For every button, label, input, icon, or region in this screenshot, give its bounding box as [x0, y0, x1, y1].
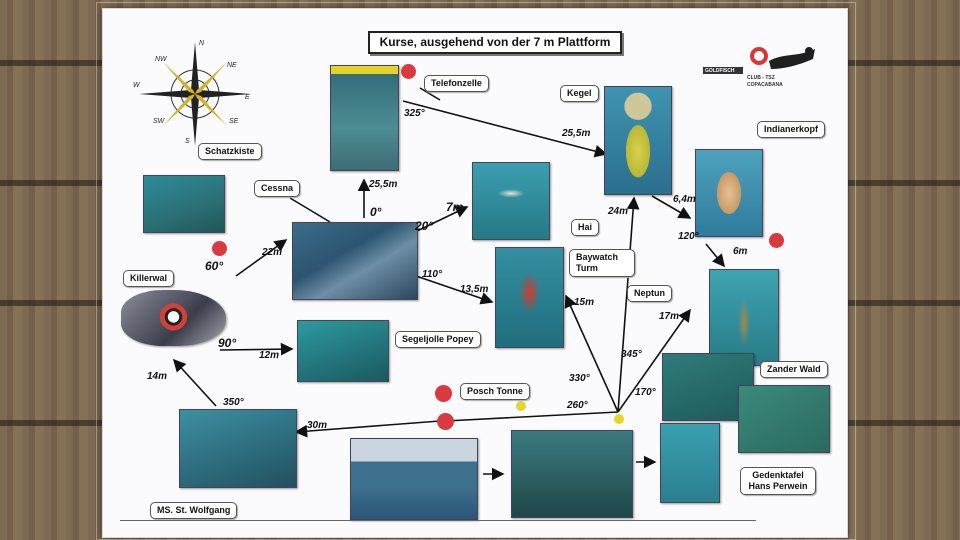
course-label: 350°: [223, 397, 244, 408]
station-label-telefonzelle: Telefonzelle: [424, 75, 489, 92]
diver-photo: [511, 430, 633, 518]
buoy-marker: [401, 64, 416, 79]
distance-label: 6,4m: [673, 194, 696, 205]
course-label: 110°: [422, 269, 442, 280]
killerwal-photo: [121, 290, 226, 346]
yellow-marker: [516, 401, 526, 411]
distance-label: 22m: [262, 247, 283, 258]
course-label: 120°: [678, 231, 699, 242]
distance-label: 13,5m: [460, 284, 489, 295]
station-label-stwolfgang: MS. St. Wolfgang: [150, 502, 238, 519]
distance-label: 6m: [733, 246, 748, 257]
station-label-killerwal: Killerwal: [123, 270, 175, 287]
buoy-marker: [212, 241, 227, 256]
course-label: 170°: [635, 387, 656, 398]
buoy-marker: [769, 233, 784, 248]
course-label: 60°: [205, 259, 224, 273]
platform-photo: [350, 438, 478, 520]
station-label-indianerkopf: Indianerkopf: [757, 121, 826, 138]
station-label-cessna: Cessna: [254, 180, 301, 197]
station-label-gedenktafel: Gedenktafel Hans Perwein: [740, 467, 816, 495]
telefonzelle-photo: [330, 65, 399, 171]
compass-rose-icon: N NE E SE S SW W NW: [133, 40, 251, 146]
baywatch-photo: [495, 247, 564, 348]
course-label: 330°: [569, 373, 590, 384]
distance-label: 25,5m: [369, 179, 398, 190]
distance-label: 24m: [608, 206, 629, 217]
distance-label: 15m: [574, 297, 595, 308]
station-label-posch: Posch Tonne: [460, 383, 530, 400]
station-label-neptun: Neptun: [627, 285, 672, 302]
course-label: 90°: [218, 336, 237, 350]
page-title: Kurse, ausgehend von der 7 m Plattform: [368, 31, 622, 54]
distance-label: 7m: [446, 200, 464, 214]
distance-label: 25,5m: [562, 128, 591, 139]
buoy-marker: [435, 385, 452, 402]
course-label: 325°: [404, 108, 425, 119]
course-label: 20°: [415, 219, 434, 233]
segeljolle-photo: [297, 320, 389, 382]
kegel-photo: [604, 86, 672, 195]
distance-label: 14m: [147, 371, 168, 382]
club-logo: GOLDFISCH CLUB - TSZ COPACABANA: [703, 43, 823, 99]
cessna-photo: [292, 222, 418, 300]
station-label-baywatch: Baywatch Turm: [569, 249, 635, 277]
course-label: 260°: [567, 400, 588, 411]
schatzkiste-photo: [143, 175, 225, 233]
gedenktafel-photo: [660, 423, 720, 503]
zander-wald-photo-2: [738, 385, 830, 453]
yellow-marker: [614, 414, 624, 424]
station-label-hai: Hai: [571, 219, 600, 236]
station-label-segeljolle: Segeljolle Popey: [395, 331, 481, 348]
neptun-photo: [709, 269, 779, 366]
stwolfgang-photo: [179, 409, 297, 488]
distance-label: 30m: [307, 420, 328, 431]
hai-photo: [472, 162, 550, 240]
station-label-kegel: Kegel: [560, 85, 599, 102]
station-label-zander: Zander Wald: [760, 361, 828, 378]
course-label: 0°: [370, 205, 382, 219]
course-label: 345°: [621, 349, 642, 360]
indianerkopf-photo: [695, 149, 763, 237]
buoy-marker: [437, 413, 454, 430]
distance-label: 12m: [259, 350, 280, 361]
divider: [120, 520, 756, 521]
distance-label: 17m: [659, 311, 680, 322]
station-label-schatzkiste: Schatzkiste: [198, 143, 262, 160]
